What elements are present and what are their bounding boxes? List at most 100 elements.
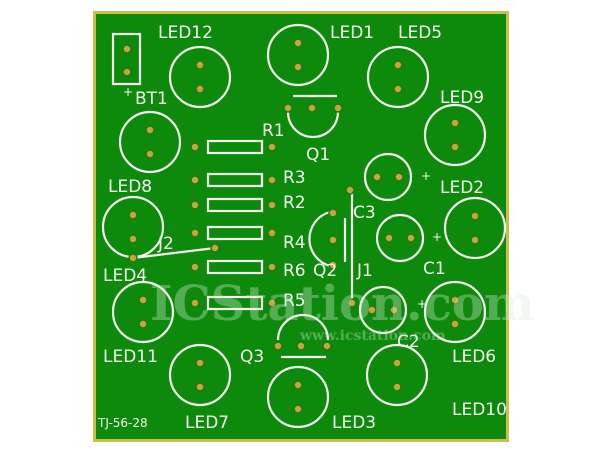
battery-connector xyxy=(111,32,142,86)
solder-pad xyxy=(122,67,132,77)
solder-pad xyxy=(328,235,338,245)
silkscreen-label: + xyxy=(123,85,133,99)
solder-pad xyxy=(128,234,138,244)
silkscreen-label: C2 xyxy=(397,332,420,352)
solder-pad xyxy=(267,175,277,185)
silkscreen-label: C1 xyxy=(423,259,446,279)
silkscreen-label: LED11 xyxy=(103,347,158,367)
solder-pad xyxy=(293,38,303,48)
solder-pad xyxy=(393,84,403,94)
solder-pad xyxy=(293,404,303,414)
resistor-footprint xyxy=(206,295,264,311)
solder-pad xyxy=(296,341,306,351)
silkscreen-label: LED2 xyxy=(440,178,484,198)
solder-pad xyxy=(138,319,148,329)
led-footprint-led1 xyxy=(266,23,330,87)
solder-pad xyxy=(470,235,480,245)
silkscreen-label: + xyxy=(421,169,431,183)
solder-pad xyxy=(145,149,155,159)
led-footprint-led7 xyxy=(168,343,232,407)
capacitor-footprint xyxy=(358,285,408,335)
silkscreen-label: LED1 xyxy=(330,23,374,43)
solder-pad xyxy=(210,243,220,253)
led-footprint-led2 xyxy=(443,196,507,260)
solder-pad xyxy=(128,210,138,220)
q2-outline xyxy=(308,210,331,268)
silkscreen-label: BT1 xyxy=(135,89,168,109)
silkscreen-label: LED6 xyxy=(452,347,496,367)
silkscreen-label: LED4 xyxy=(103,266,147,286)
silkscreen-label: Q2 xyxy=(313,261,337,281)
led-footprint-led11 xyxy=(111,280,175,344)
solder-pad xyxy=(190,200,200,210)
solder-pad xyxy=(328,208,338,218)
solder-pad xyxy=(450,118,460,128)
silkscreen-label: R1 xyxy=(262,121,285,141)
solder-pad xyxy=(307,103,317,113)
led-footprint-led8 xyxy=(118,110,182,174)
q3-outline xyxy=(276,313,330,341)
solder-pad xyxy=(293,380,303,390)
solder-pad xyxy=(372,172,382,182)
silkscreen-label: C3 xyxy=(353,203,376,223)
silkscreen-label: Q1 xyxy=(306,145,330,165)
solder-pad xyxy=(345,185,355,195)
solder-pad xyxy=(393,60,403,70)
j2-jumper xyxy=(132,246,216,260)
watermark-url: www.icstation.com xyxy=(299,328,446,344)
solder-pad xyxy=(195,60,205,70)
solder-pad xyxy=(450,319,460,329)
resistor-footprint xyxy=(206,225,264,241)
solder-pad xyxy=(367,305,377,315)
silkscreen-label: LED12 xyxy=(158,23,213,43)
solder-pad xyxy=(195,84,205,94)
silkscreen-label: LED5 xyxy=(398,23,442,43)
solder-pad xyxy=(267,298,277,308)
solder-pad xyxy=(190,228,200,238)
silkscreen-label: LED9 xyxy=(440,88,484,108)
solder-pad xyxy=(283,103,293,113)
silkscreen-label: J1 xyxy=(356,261,373,281)
solder-pad xyxy=(195,382,205,392)
silkscreen-label: LED3 xyxy=(332,413,376,433)
solder-pad xyxy=(267,262,277,272)
solder-pad xyxy=(267,142,277,152)
solder-pad xyxy=(389,305,399,315)
resistor-footprint xyxy=(206,172,264,188)
silkscreen-label: R4 xyxy=(283,233,306,253)
q1-outline xyxy=(286,111,340,139)
solder-pad xyxy=(450,142,460,152)
solder-pad xyxy=(145,125,155,135)
solder-pad xyxy=(293,62,303,72)
silkscreen-label: R6 xyxy=(283,261,306,281)
capacitor-footprint xyxy=(375,213,425,263)
led-footprint-led10 xyxy=(365,343,429,407)
solder-pad xyxy=(392,358,402,368)
resistor-footprint xyxy=(206,259,264,275)
silkscreen-label: TJ-56-28 xyxy=(97,416,148,430)
silkscreen-label: J2 xyxy=(157,234,174,254)
resistor-footprint xyxy=(206,197,264,213)
silkscreen-label: R2 xyxy=(283,193,306,213)
silkscreen-label: R3 xyxy=(283,168,306,188)
solder-pad xyxy=(406,233,416,243)
silkscreen-label: LED7 xyxy=(185,413,229,433)
solder-pad xyxy=(333,103,343,113)
led-footprint-led9 xyxy=(423,103,487,167)
solder-pad xyxy=(195,358,205,368)
solder-pad xyxy=(322,341,332,351)
solder-pad xyxy=(394,172,404,182)
led-footprint-led6 xyxy=(423,280,487,344)
solder-pad xyxy=(328,260,338,270)
led-footprint-led12 xyxy=(168,45,232,109)
silkscreen-label: + xyxy=(432,230,442,244)
solder-pad xyxy=(138,295,148,305)
silkscreen-label: + xyxy=(417,297,427,311)
solder-pad xyxy=(190,262,200,272)
solder-pad xyxy=(267,200,277,210)
silkscreen-label: LED10 xyxy=(452,400,507,420)
solder-pad xyxy=(392,382,402,392)
watermark-brand: ICStation.com xyxy=(150,276,535,332)
solder-pad xyxy=(347,298,357,308)
